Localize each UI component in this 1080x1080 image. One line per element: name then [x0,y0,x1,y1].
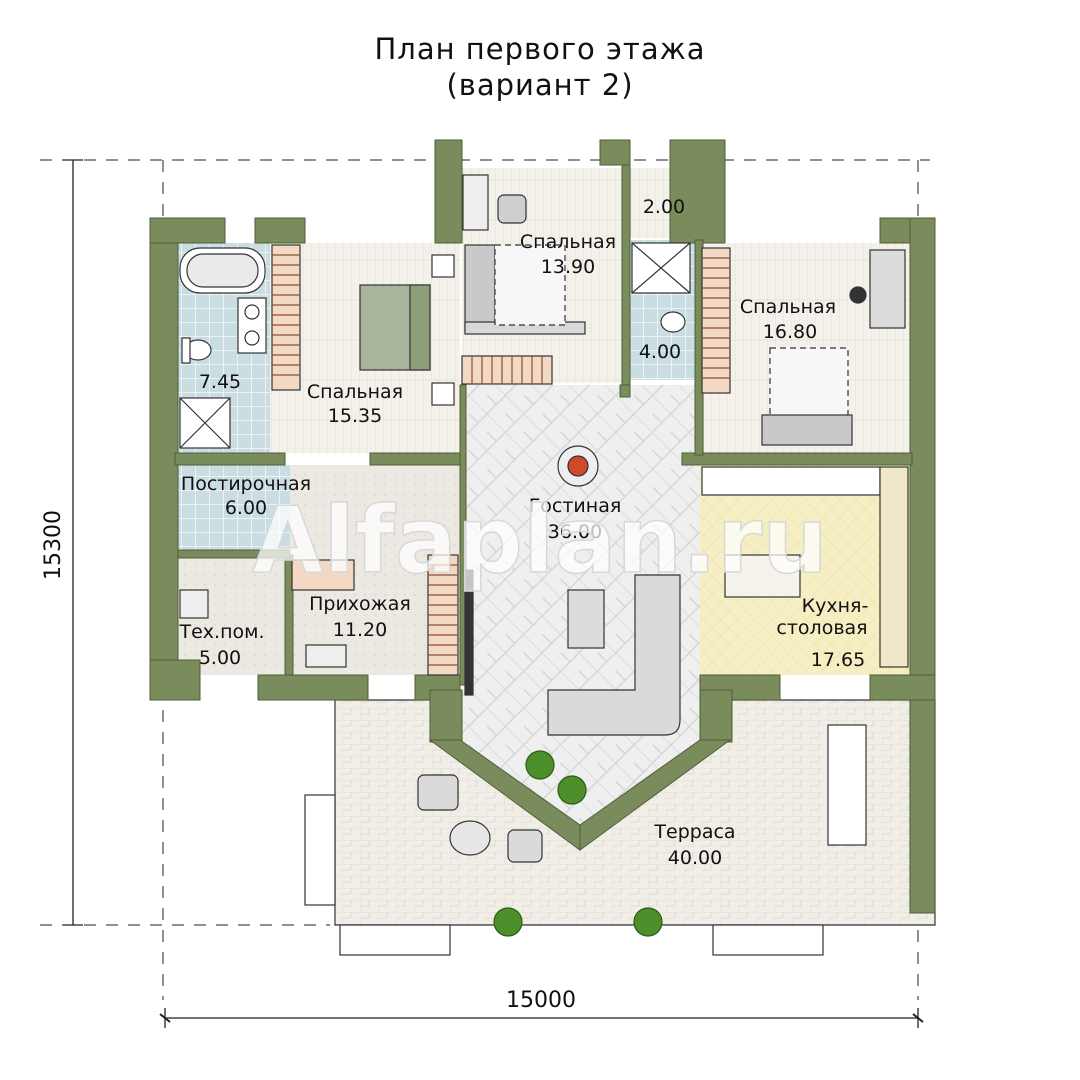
tech-room-area: 5.00 [199,647,241,669]
wall-segment [149,659,201,701]
wall-segment [149,217,226,244]
wall-segment [579,739,732,851]
toilet-icon [660,311,686,333]
wardrobe-icon [271,244,301,391]
kitchen-label: Кухня- столовая [776,595,874,639]
room-labels: 7.45 Спальная 15.35 Спальная 13.90 2.00 … [179,196,874,869]
wall-segment [254,217,306,244]
fireplace-icon [557,445,599,487]
hallway-area: 11.20 [333,619,387,641]
width-dimension-label: 15000 [506,988,576,1013]
plan-title-line2: (вариант 2) [446,68,634,102]
kitchen-label-line2: столовая [776,617,867,639]
furniture [179,174,909,937]
plant-icon [493,750,663,937]
desk-icon [462,174,527,231]
wall-segment [174,452,286,466]
living-room-area: 36.00 [548,521,602,543]
wall-segment [149,217,179,679]
wall-segment [909,217,936,914]
wardrobe-icon [461,355,553,385]
wall-segment [459,384,467,686]
terrace-label: Терраса [653,821,735,843]
bedroom-c-label: Спальная [740,296,836,318]
height-dimension-label: 15300 [41,510,66,580]
laundry-label: Постирочная [181,473,311,495]
wall-segment [619,384,631,398]
wall-segment [599,139,631,166]
wall-segment [699,689,733,743]
tech-room-label: Тех.пом. [179,621,265,643]
kitchen-counter-icon [701,466,909,668]
kitchen-area: 17.65 [811,649,865,671]
shower-icon [631,242,691,294]
living-room-label: Гостиная [529,495,622,517]
wardrobe-icon [291,554,459,676]
sofa-icon [547,574,681,736]
bedroom-b-area: 13.90 [541,256,595,278]
bedroom-c-area: 16.80 [763,321,817,343]
closet-area: 2.00 [643,196,685,218]
wall-segment [177,549,291,559]
bedroom-a-label: Спальная [307,381,403,403]
wall-segment [681,452,913,466]
terrace-area-value: 40.00 [668,847,722,869]
shower-icon [179,397,231,449]
bedroom-b-label: Спальная [520,231,616,253]
toilet-icon [181,337,212,364]
bed-icon [494,244,566,326]
armchair-icon [417,774,543,863]
wall-segment [434,139,463,244]
laundry-area: 6.00 [225,497,267,519]
wall-segment [869,674,936,701]
bathtub-icon [179,247,266,294]
hallway-label: Прихожая [309,593,411,615]
sink-icon [237,297,267,354]
walls [149,139,936,914]
wall-segment [429,689,463,743]
wall-segment [369,452,466,466]
plan-title-line1: План первого этажа [374,32,706,66]
coffee-table-icon [567,589,605,649]
bed-icon [359,254,455,406]
wall-segment [669,139,726,244]
wall-segment [257,674,369,701]
side-table-icon [449,820,491,856]
tv-icon [464,569,474,696]
kitchen-label-line1: Кухня- [802,595,869,617]
boiler-icon [179,589,209,619]
desk-icon [849,249,906,329]
dining-table-icon [724,554,867,846]
bench-icon [305,644,347,668]
bedroom-a-area: 15.35 [328,405,382,427]
bed-icon [761,347,853,446]
watermark: Alfaplan.ru [252,487,828,594]
wardrobe-icon [701,247,731,394]
wc-area: 4.00 [639,341,681,363]
wall-segment [621,164,631,386]
bathroom-area: 7.45 [199,371,241,393]
